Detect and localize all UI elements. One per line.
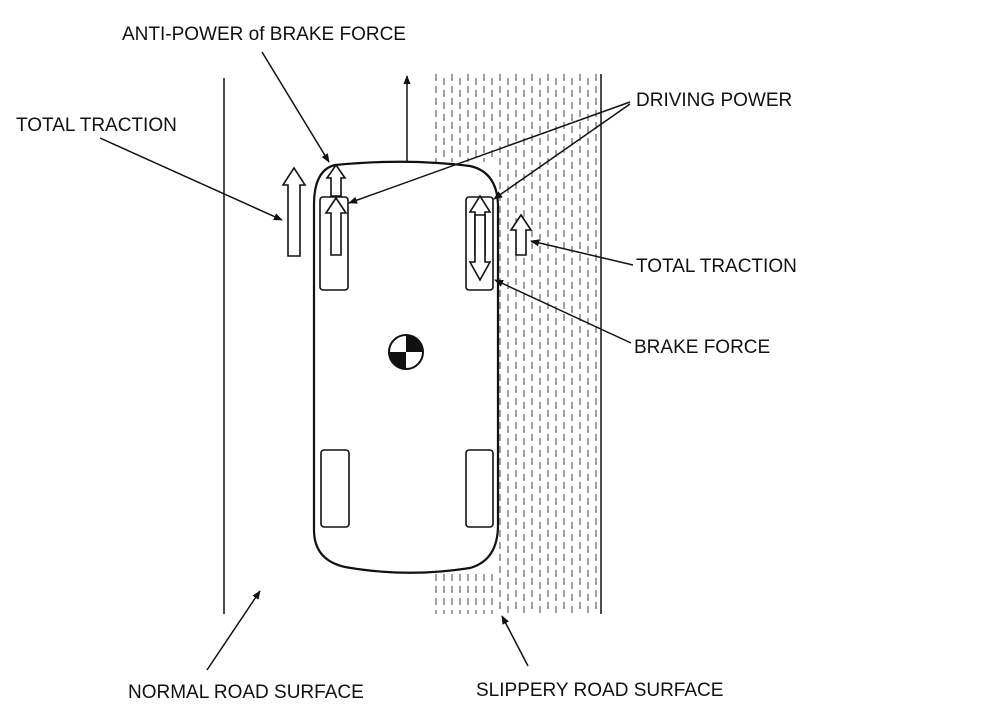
leader-total-traction-left bbox=[99, 137, 283, 221]
label-driving-power: DRIVING POWER bbox=[636, 90, 792, 111]
leader-driving-power-left bbox=[348, 101, 631, 204]
anti-power-arrow bbox=[325, 163, 347, 197]
wheel-rear-right bbox=[465, 449, 494, 528]
leader-brake-force bbox=[494, 279, 632, 344]
leader-driving-power-right bbox=[493, 103, 631, 200]
leader-total-traction-right bbox=[530, 239, 634, 266]
label-total-traction-right: TOTAL TRACTION bbox=[636, 256, 797, 277]
label-anti-power: ANTI-POWER of BRAKE FORCE bbox=[122, 24, 406, 45]
label-total-traction-left: TOTAL TRACTION bbox=[16, 115, 177, 136]
total-traction-right-arrow bbox=[509, 213, 533, 256]
leader-normal-road bbox=[206, 590, 261, 671]
total-traction-left-arrow bbox=[281, 166, 307, 257]
label-normal-road: NORMAL ROAD SURFACE bbox=[128, 682, 364, 703]
driving-power-left-arrow bbox=[324, 196, 348, 256]
center-of-gravity-icon bbox=[388, 334, 424, 370]
wheel-rear-left bbox=[320, 449, 350, 528]
brake-force-arrow bbox=[468, 214, 492, 282]
leader-slippery-road bbox=[501, 615, 529, 667]
label-brake-force: BRAKE FORCE bbox=[634, 337, 770, 358]
slippery-road-texture bbox=[435, 74, 597, 614]
label-slippery-road: SLIPPERY ROAD SURFACE bbox=[476, 680, 723, 701]
leader-anti-power bbox=[261, 51, 330, 163]
